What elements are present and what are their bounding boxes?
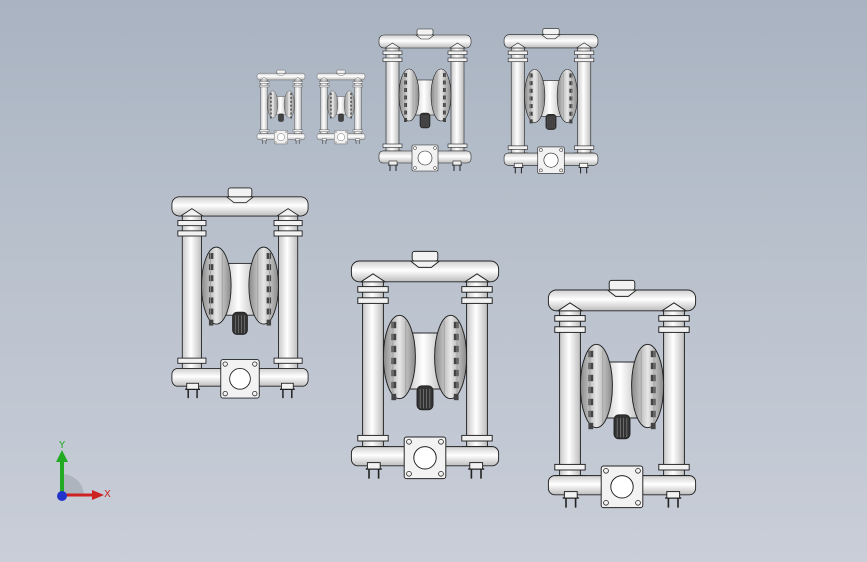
z-axis-origin-icon bbox=[57, 491, 67, 501]
pump-drawing bbox=[256, 69, 306, 145]
pump-model-small-left[interactable] bbox=[375, 12, 475, 188]
pump-model-tiny-right[interactable] bbox=[315, 68, 367, 146]
z-axis-shade-icon bbox=[62, 474, 84, 495]
x-axis-arrowhead-icon bbox=[92, 490, 104, 500]
axis-triad: Y X bbox=[50, 440, 120, 510]
pump-model-small-right[interactable] bbox=[500, 12, 602, 190]
pump-drawing bbox=[316, 69, 366, 145]
pump-geometry bbox=[350, 250, 500, 480]
pump-model-medium[interactable] bbox=[166, 175, 314, 411]
x-axis-label: X bbox=[104, 489, 111, 500]
pump-geometry bbox=[503, 28, 599, 174]
pump-model-tiny-left[interactable] bbox=[255, 68, 307, 146]
pump-model-large-right[interactable] bbox=[542, 238, 702, 550]
pump-model-large-left[interactable] bbox=[345, 210, 505, 520]
pump-drawing bbox=[171, 187, 309, 399]
pump-drawing bbox=[503, 28, 599, 174]
y-axis-arrowhead-icon bbox=[56, 450, 68, 462]
pump-drawing bbox=[378, 28, 472, 172]
pump-geometry bbox=[171, 187, 309, 399]
pump-geometry bbox=[316, 69, 366, 145]
pump-drawing bbox=[547, 279, 697, 509]
pump-geometry bbox=[547, 279, 697, 509]
pump-drawing bbox=[350, 250, 500, 480]
y-axis-label: Y bbox=[59, 440, 66, 451]
pump-geometry bbox=[256, 69, 306, 145]
pump-geometry bbox=[378, 28, 472, 172]
